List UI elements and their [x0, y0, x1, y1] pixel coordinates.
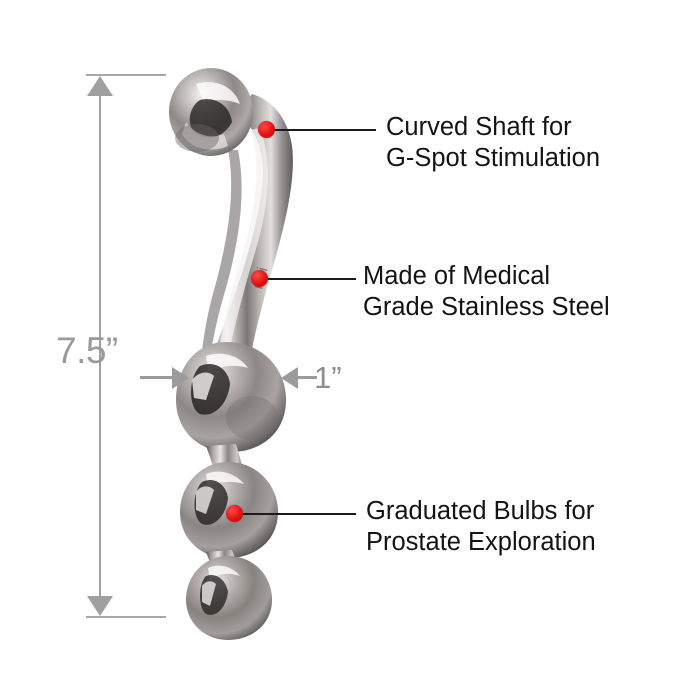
bulb-large-shade: [226, 396, 278, 440]
callout-label-bulbs: Graduated Bulbs for Prostate Exploration: [366, 496, 596, 558]
horizontal-dimension-label: 1”: [314, 360, 342, 395]
bulb-small-highlight: [208, 565, 240, 580]
callout-line-1a: Curved Shaft for: [386, 113, 572, 141]
callout-label-curved-shaft: Curved Shaft for G-Spot Stimulation: [386, 112, 600, 174]
top-bulb-highlight: [196, 82, 240, 104]
callout-line-1b: G-Spot Stimulation: [386, 144, 601, 172]
wand-body: noi: [169, 68, 293, 640]
right-arrow-icon: [172, 367, 189, 389]
bulb-medium-streak: [196, 486, 214, 514]
shaft-shadow: [200, 150, 242, 369]
callout-leader-line-3: [240, 513, 356, 515]
curved-shaft: [208, 94, 293, 380]
dimension-tick-bottom: [86, 616, 166, 618]
horizontal-dimension-line-right: [285, 376, 317, 379]
bulb-small-streak: [202, 581, 216, 606]
callout-label-material: Made of Medical Grade Stainless Steel: [363, 261, 610, 323]
callout-leader-line-2: [265, 278, 356, 280]
top-bulb-shade: [175, 124, 219, 152]
horizontal-dimension-line-left: [140, 376, 176, 379]
callout-line-3b: Prostate Exploration: [366, 528, 596, 556]
vertical-dimension-label: 7.5”: [56, 330, 118, 371]
callout-line-3a: Graduated Bulbs for: [366, 497, 595, 525]
callout-line-2b: Grade Stainless Steel: [363, 293, 610, 321]
top-bulb-rim-light: [182, 122, 228, 150]
callout-dot-curved-shaft: [258, 121, 275, 138]
callout-dot-bulbs: [226, 505, 243, 522]
callout-leader-line-1: [272, 129, 376, 131]
shaft-highlight: [216, 128, 268, 368]
bulb-large-streak: [192, 372, 214, 400]
vertical-dimension-line: [99, 78, 101, 613]
top-bulb-reflection: [189, 99, 232, 138]
dimension-tick-top: [86, 74, 166, 76]
down-arrow-icon: [87, 596, 113, 616]
callout-line-2a: Made of Medical: [363, 262, 551, 290]
callout-dot-material: [251, 270, 268, 287]
